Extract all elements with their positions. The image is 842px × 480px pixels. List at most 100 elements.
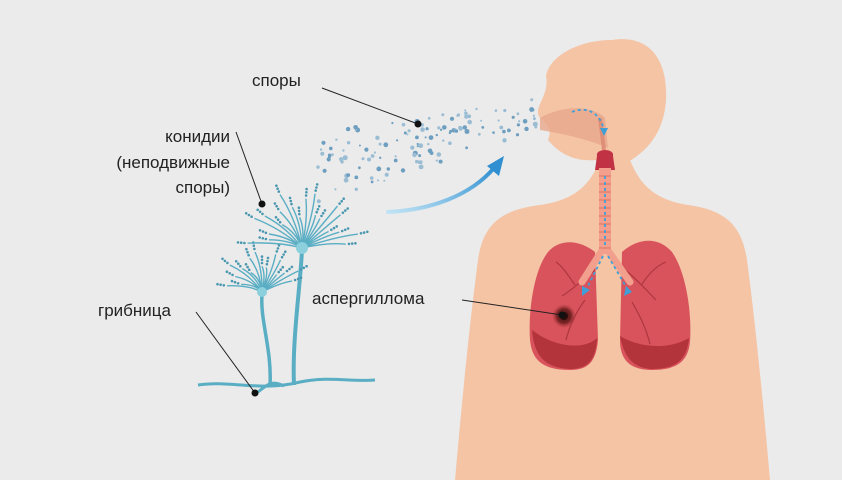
conidium <box>275 204 278 208</box>
conidium <box>290 265 294 269</box>
spore <box>437 126 441 130</box>
conidium <box>243 241 246 245</box>
spore <box>464 109 467 112</box>
spore <box>438 159 443 164</box>
conidium <box>297 209 301 213</box>
conidium <box>264 237 268 241</box>
conidium <box>299 276 303 280</box>
conidium <box>342 197 346 200</box>
spore <box>370 180 374 184</box>
conidium <box>278 220 282 224</box>
conidium <box>258 210 262 214</box>
spore <box>396 139 399 142</box>
conidium <box>275 184 278 187</box>
conidium <box>260 255 264 258</box>
conidium <box>230 279 234 283</box>
spore <box>429 151 434 156</box>
conidium <box>284 250 287 253</box>
conidium <box>288 267 291 271</box>
conidium <box>276 187 279 190</box>
spore <box>499 125 504 130</box>
conidiophore-small <box>216 241 308 293</box>
spore <box>343 177 349 183</box>
spore <box>415 135 419 140</box>
spore <box>354 187 358 191</box>
spore <box>403 131 407 135</box>
spore <box>361 157 365 161</box>
spore <box>502 129 506 134</box>
leader-mycelium <box>195 311 256 394</box>
spore <box>534 125 538 129</box>
spore <box>334 188 337 191</box>
conidium <box>273 202 277 205</box>
conidium <box>276 207 280 211</box>
conidium <box>222 284 226 287</box>
conidium <box>239 264 242 268</box>
spore <box>511 115 515 119</box>
spore <box>497 119 500 122</box>
spore <box>481 126 485 129</box>
conidium <box>350 242 354 245</box>
conidium <box>340 229 344 233</box>
conidium <box>299 268 303 271</box>
leader-aspergilloma <box>461 299 563 316</box>
spore <box>464 129 470 134</box>
spore <box>435 159 438 162</box>
conidium <box>236 241 240 244</box>
spore <box>367 157 371 162</box>
spore <box>424 136 427 139</box>
spore <box>516 123 521 127</box>
spore <box>346 173 351 178</box>
spore <box>467 114 472 119</box>
aspergillus-fungus <box>197 183 376 394</box>
conidium <box>275 250 279 253</box>
spore <box>454 129 459 133</box>
conidium <box>246 250 249 254</box>
spore <box>524 126 529 132</box>
conidium <box>344 209 347 212</box>
conidium <box>260 258 264 262</box>
conidium <box>252 244 256 247</box>
spore-cloud <box>316 98 538 204</box>
left-lung <box>620 240 691 370</box>
spore <box>384 172 389 177</box>
airflow-arrowheads <box>582 128 632 296</box>
spore <box>358 166 361 170</box>
spore <box>370 154 375 158</box>
conidium <box>305 191 308 194</box>
spore <box>400 168 406 173</box>
conidium <box>223 259 227 263</box>
spore <box>475 107 478 111</box>
conidium <box>288 196 292 200</box>
spore <box>410 145 415 150</box>
stalk-1 <box>260 294 272 386</box>
lungs <box>529 240 691 370</box>
conidium <box>219 283 222 287</box>
conidium <box>304 194 308 197</box>
spore <box>394 155 397 158</box>
conidium <box>266 256 270 260</box>
conidium <box>335 225 339 228</box>
conidium <box>296 277 300 281</box>
spore <box>401 122 406 127</box>
spore <box>442 125 447 130</box>
conidium <box>276 247 280 250</box>
spore <box>345 126 351 132</box>
spore <box>376 166 382 172</box>
spore <box>335 138 338 141</box>
spore <box>427 116 431 120</box>
conidium <box>260 261 264 265</box>
spore <box>386 167 390 171</box>
spore <box>342 149 345 152</box>
spore <box>417 160 421 164</box>
airflow-path <box>571 108 629 291</box>
conidium <box>280 255 284 259</box>
conidium <box>315 186 318 189</box>
conidium <box>320 214 323 218</box>
spore <box>428 135 434 141</box>
leader-lines <box>195 87 563 394</box>
spore <box>416 142 419 146</box>
leader-spores <box>321 87 419 125</box>
conidium <box>279 268 283 272</box>
stalk-2 <box>291 249 304 386</box>
